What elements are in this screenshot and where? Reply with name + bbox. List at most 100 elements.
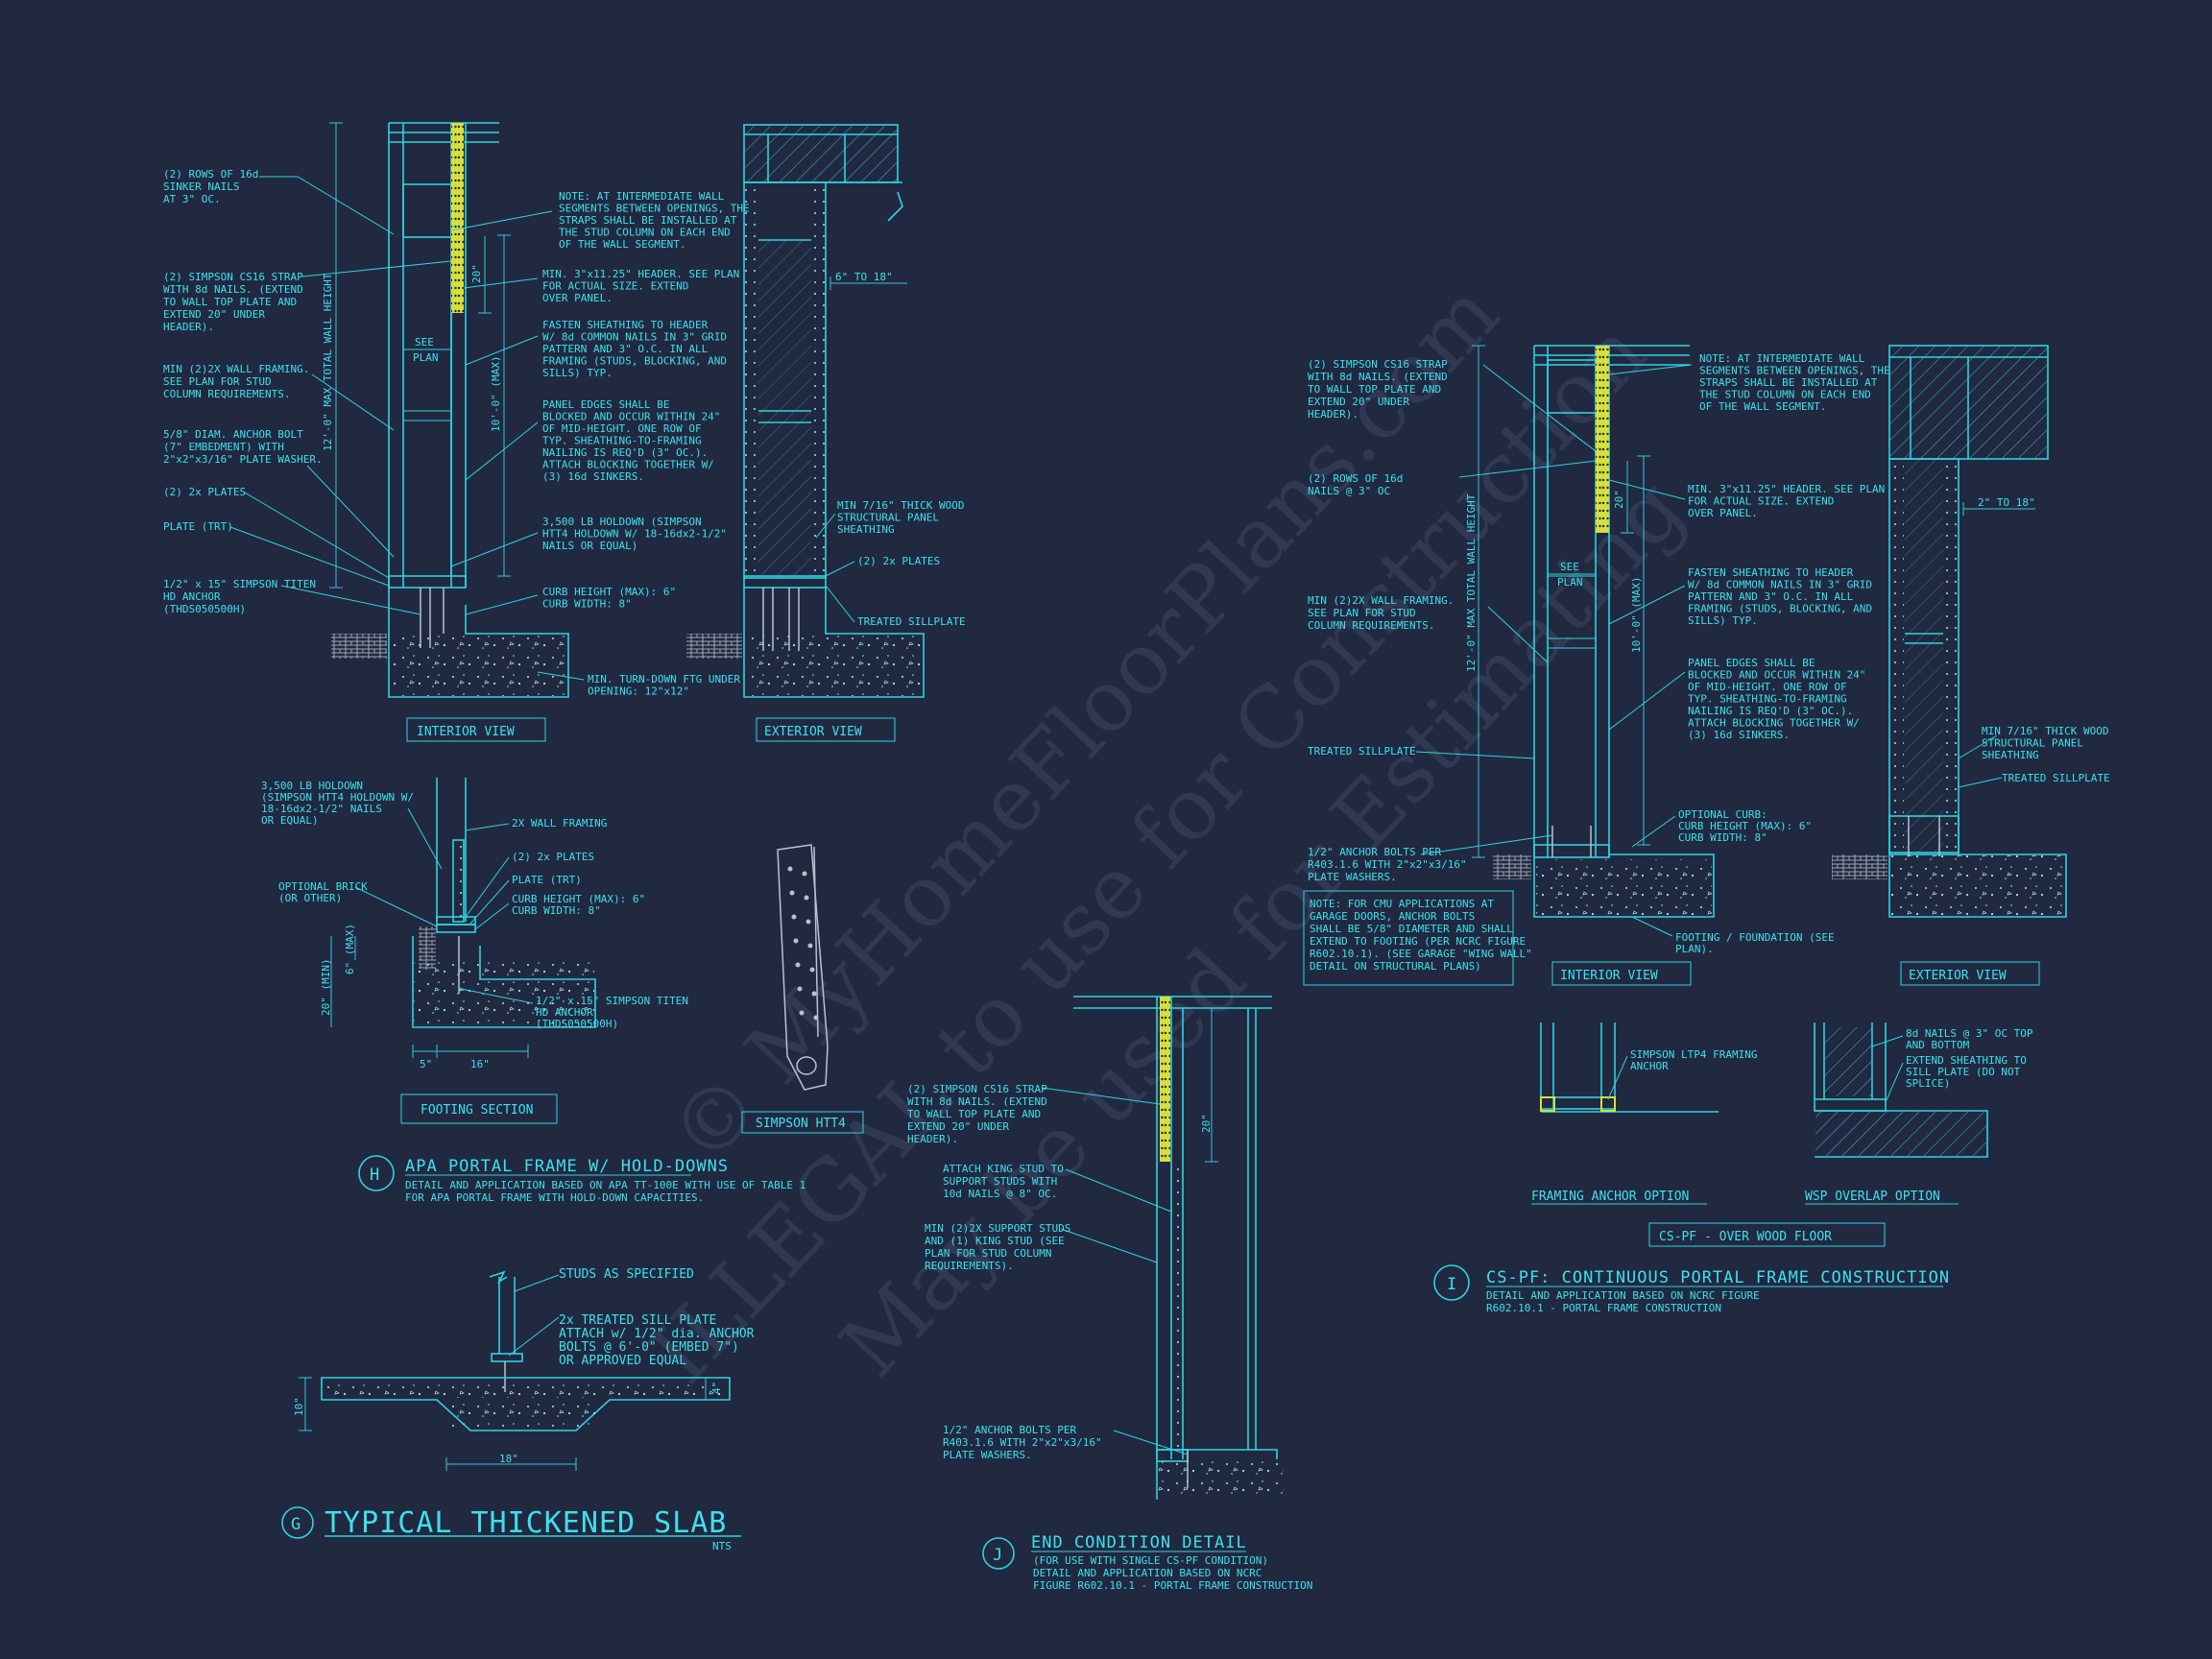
- i-interior-view-box: [1551, 961, 1692, 986]
- h-int-note-plates: (2) 2x PLATES: [163, 486, 246, 498]
- detail-g-thickened-slab: 10" 4" 18": [293, 1270, 731, 1471]
- slab-dim-18: 18": [499, 1453, 518, 1465]
- detail-i-interior-view: 12'-0" MAX TOTAL WALL HEIGHT 10'-0" (MAX…: [1415, 345, 1715, 937]
- htt4-holdown-drawing: [777, 844, 829, 1091]
- detail-i-desc: DETAIL AND APPLICATION BASED ON NCRC FIG…: [1486, 1289, 1760, 1314]
- i-see-plan-1: SEE: [1560, 561, 1579, 573]
- detail-h-tag: [358, 1155, 395, 1191]
- h-exterior-view-title: EXTERIOR VIEW: [764, 725, 862, 739]
- h-int-note-framing: MIN (2)2X WALL FRAMING.SEE PLAN FOR STUD…: [163, 363, 309, 400]
- footing-dim-16: 16": [470, 1058, 490, 1070]
- h-interior-view-box: [406, 717, 546, 742]
- see-plan-2: PLAN: [413, 351, 439, 364]
- cs16-strap: [451, 123, 464, 313]
- i-see-plan-2: PLAN: [1557, 576, 1583, 589]
- footing-dim-depth: 20" (MIN): [320, 958, 332, 1016]
- i-int-note-curb: OPTIONAL CURB:CURB HEIGHT (MAX): 6"CURB …: [1678, 808, 1812, 844]
- i-ext-note-sill: TREATED SILLPLATE: [2002, 772, 2110, 784]
- detail-h-exterior-view: 6" TO 18": [686, 124, 925, 698]
- framing-anchor-option-title: FRAMING ANCHOR OPTION: [1531, 1190, 1689, 1204]
- j-dim-header: 20": [1200, 1114, 1213, 1133]
- detail-i-exterior-view: 2" TO 18": [1832, 345, 2067, 918]
- detail-g-nts: NTS: [712, 1540, 732, 1552]
- detail-h-tag-label: H: [370, 1166, 380, 1185]
- i-exterior-view-title: EXTERIOR VIEW: [1909, 969, 2007, 983]
- detail-h-footing-notes: 3,500 LB HOLDOWN(SIMPSON HTT4 HOLDOWN W/…: [261, 780, 688, 1030]
- i-interior-view-title: INTERIOR VIEW: [1560, 969, 1658, 983]
- footing-note-plates: (2) 2x PLATES: [512, 851, 594, 863]
- footing-dim-5: 5": [420, 1058, 432, 1070]
- i-exterior-view-box: [1900, 961, 2040, 986]
- dim-total-wall-height: 12'-0" MAX TOTAL WALL HEIGHT: [322, 273, 334, 451]
- footing-note-holdown: 3,500 LB HOLDOWN(SIMPSON HTT4 HOLDOWN W/…: [261, 780, 414, 827]
- detail-g-heading: TYPICAL THICKENED SLAB: [325, 1506, 727, 1540]
- detail-i-heading: CS-PF: CONTINUOUS PORTAL FRAME CONSTRUCT…: [1486, 1268, 1950, 1287]
- h-interior-view-title: INTERIOR VIEW: [417, 725, 515, 739]
- h-ext-note-sill: TREATED SILLPLATE: [857, 615, 966, 628]
- i-dim-total-wall-height: 12'-0" MAX TOTAL WALL HEIGHT: [1465, 493, 1478, 672]
- h-int-note-plate-trt: PLATE (TRT): [163, 520, 233, 533]
- footing-section-box: [400, 1094, 558, 1124]
- dim-wall-height: 10'-0" (MAX): [490, 356, 502, 432]
- h-ext-note-plates: (2) 2x PLATES: [857, 555, 940, 567]
- h-int-note-anchor-bolt: 5/8" DIAM. ANCHOR BOLT(7" EMBEDMENT) WIT…: [163, 428, 323, 466]
- detail-h-interior-view: 12'-0" MAX TOTAL WALL HEIGHT 10'-0" (MAX…: [229, 122, 585, 698]
- detail-h-desc: DETAIL AND APPLICATION BASED ON APA TT-1…: [405, 1179, 805, 1204]
- slab-dim-4: 4": [710, 1382, 723, 1394]
- detail-g-tag-label: G: [291, 1515, 301, 1534]
- htt4-box: [741, 1111, 864, 1134]
- footing-dim-curb: 6" (MAX): [344, 924, 356, 974]
- over-wood-floor-box: [1648, 1222, 1886, 1247]
- dim-header: 20": [470, 264, 483, 283]
- detail-g-tag: [281, 1506, 314, 1539]
- detail-j-heading: END CONDITION DETAIL: [1031, 1533, 1247, 1552]
- footing-note-brick: OPTIONAL BRICK(OR OTHER): [278, 880, 368, 904]
- i-int-note-sill: TREATED SILLPLATE: [1308, 745, 1416, 757]
- detail-i-tag-label: I: [1447, 1275, 1457, 1294]
- detail-i-tag: [1433, 1264, 1470, 1301]
- detail-j-tag: [982, 1537, 1015, 1570]
- cmu-note-box: [1303, 890, 1514, 986]
- detail-j-desc: (FOR USE WITH SINGLE CS-PF CONDITION)DET…: [1033, 1554, 1312, 1592]
- detail-j-tag-label: J: [993, 1546, 1003, 1565]
- over-wood-floor-title: CS-PF - OVER WOOD FLOOR: [1659, 1230, 1832, 1244]
- slab-note-studs: STUDS AS SPECIFIED: [559, 1267, 694, 1282]
- brick-hatch: [331, 634, 387, 659]
- detail-j-end-condition: 20": [1041, 996, 1284, 1500]
- i-dim-header: 20": [1613, 490, 1625, 509]
- detail-h-footing-section: 6" (MAX) 20" (MIN) 5" 16": [320, 778, 596, 1070]
- see-plan-1: SEE: [415, 336, 434, 349]
